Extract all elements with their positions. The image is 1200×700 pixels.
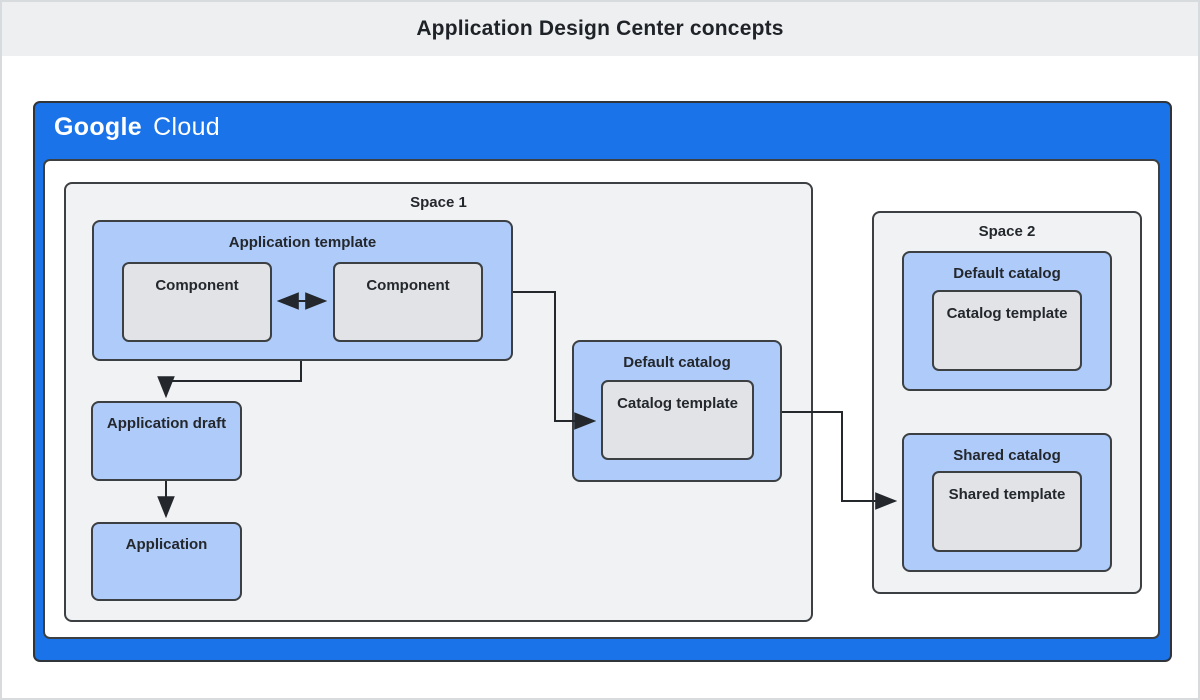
space2-catalog-template-label: Catalog template xyxy=(946,305,1068,322)
space1-catalog-template-label: Catalog template xyxy=(617,395,738,412)
application-template-label: Application template xyxy=(228,234,377,251)
component-right-label: Component xyxy=(366,277,450,294)
space-1-label: Space 1 xyxy=(410,194,467,211)
space1-default-catalog-label: Default catalog xyxy=(623,354,731,371)
shared-template-box: Shared template xyxy=(932,471,1082,552)
google-cloud-logo: Google Cloud xyxy=(54,113,220,142)
application-draft-box: Application draft xyxy=(91,401,242,481)
cloud-wordmark: Cloud xyxy=(153,113,220,141)
page-title: Application Design Center concepts xyxy=(416,17,784,40)
space-2-label: Space 2 xyxy=(978,223,1036,240)
space1-catalog-template-box: Catalog template xyxy=(601,380,754,460)
application-box: Application xyxy=(91,522,242,601)
component-box-left: Component xyxy=(122,262,272,342)
space2-catalog-template-box: Catalog template xyxy=(932,290,1082,371)
application-draft-label: Application draft xyxy=(106,415,227,432)
shared-template-label: Shared template xyxy=(948,486,1066,503)
component-box-right: Component xyxy=(333,262,483,342)
component-left-label: Component xyxy=(155,277,239,294)
google-wordmark: Google xyxy=(54,113,142,141)
space2-default-catalog-label: Default catalog xyxy=(953,265,1061,282)
shared-catalog-label: Shared catalog xyxy=(953,447,1061,464)
title-bar: Application Design Center concepts xyxy=(2,2,1198,56)
application-label: Application xyxy=(125,536,208,553)
